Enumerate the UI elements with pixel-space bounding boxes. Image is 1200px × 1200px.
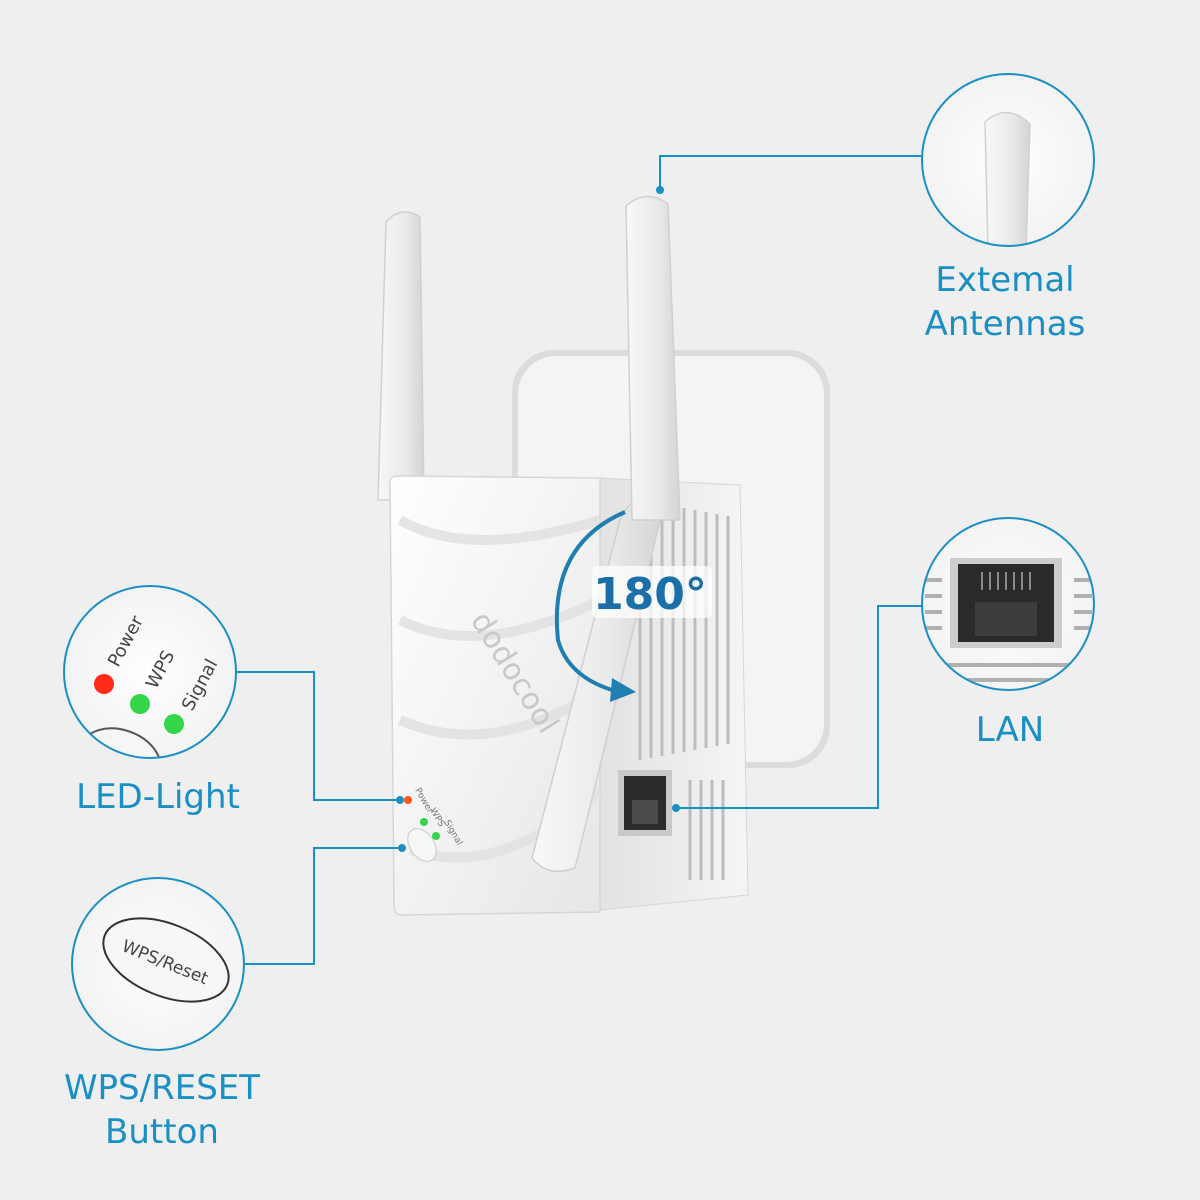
led-connector-dot: [396, 796, 404, 804]
wps-connector-dot: [398, 844, 406, 852]
led-detail-circle: Power WPS Signal: [63, 585, 237, 759]
lan-connector-dot: [672, 804, 680, 812]
lan-label: LAN: [950, 708, 1070, 752]
power-led-zoom: [94, 674, 114, 694]
left-antenna: [377, 211, 425, 501]
led-connector-line: [236, 671, 400, 801]
antenna-connector-dot: [656, 186, 664, 194]
wps-reset-label-line1: WPS/RESET: [63, 1068, 261, 1108]
wps-led: [420, 818, 428, 826]
wps-detail-circle: WPS/Reset: [71, 877, 245, 1051]
external-antennas-line1: Extemal: [935, 260, 1075, 300]
lan-connector-line: [676, 605, 922, 809]
signal-led-zoom: [164, 714, 184, 734]
power-led: [404, 796, 412, 804]
lan-port: [618, 770, 672, 836]
rotation-arrow: 180°: [554, 510, 712, 702]
signal-led: [432, 832, 440, 840]
led-light-label-text: LED-Light: [76, 777, 240, 817]
lan-detail-circle: [921, 517, 1095, 691]
wps-reset-button-zoom: [102, 917, 230, 1003]
wps-led-zoom: [130, 694, 150, 714]
led-light-label: LED-Light: [58, 775, 258, 819]
wps-reset-label-line2: Button: [105, 1112, 219, 1152]
antenna-connector-line: [659, 155, 922, 190]
device-wps-button[interactable]: [402, 823, 442, 866]
antenna-detail-circle: [921, 73, 1095, 247]
external-antennas-line2: Antennas: [924, 304, 1086, 344]
external-antennas-label: Extemal Antennas: [900, 258, 1110, 346]
lan-label-text: LAN: [975, 710, 1045, 750]
wps-reset-button-label: WPS/RESET Button: [52, 1066, 272, 1154]
rotation-label: 180°: [593, 569, 707, 620]
wps-connector-line: [244, 847, 402, 965]
